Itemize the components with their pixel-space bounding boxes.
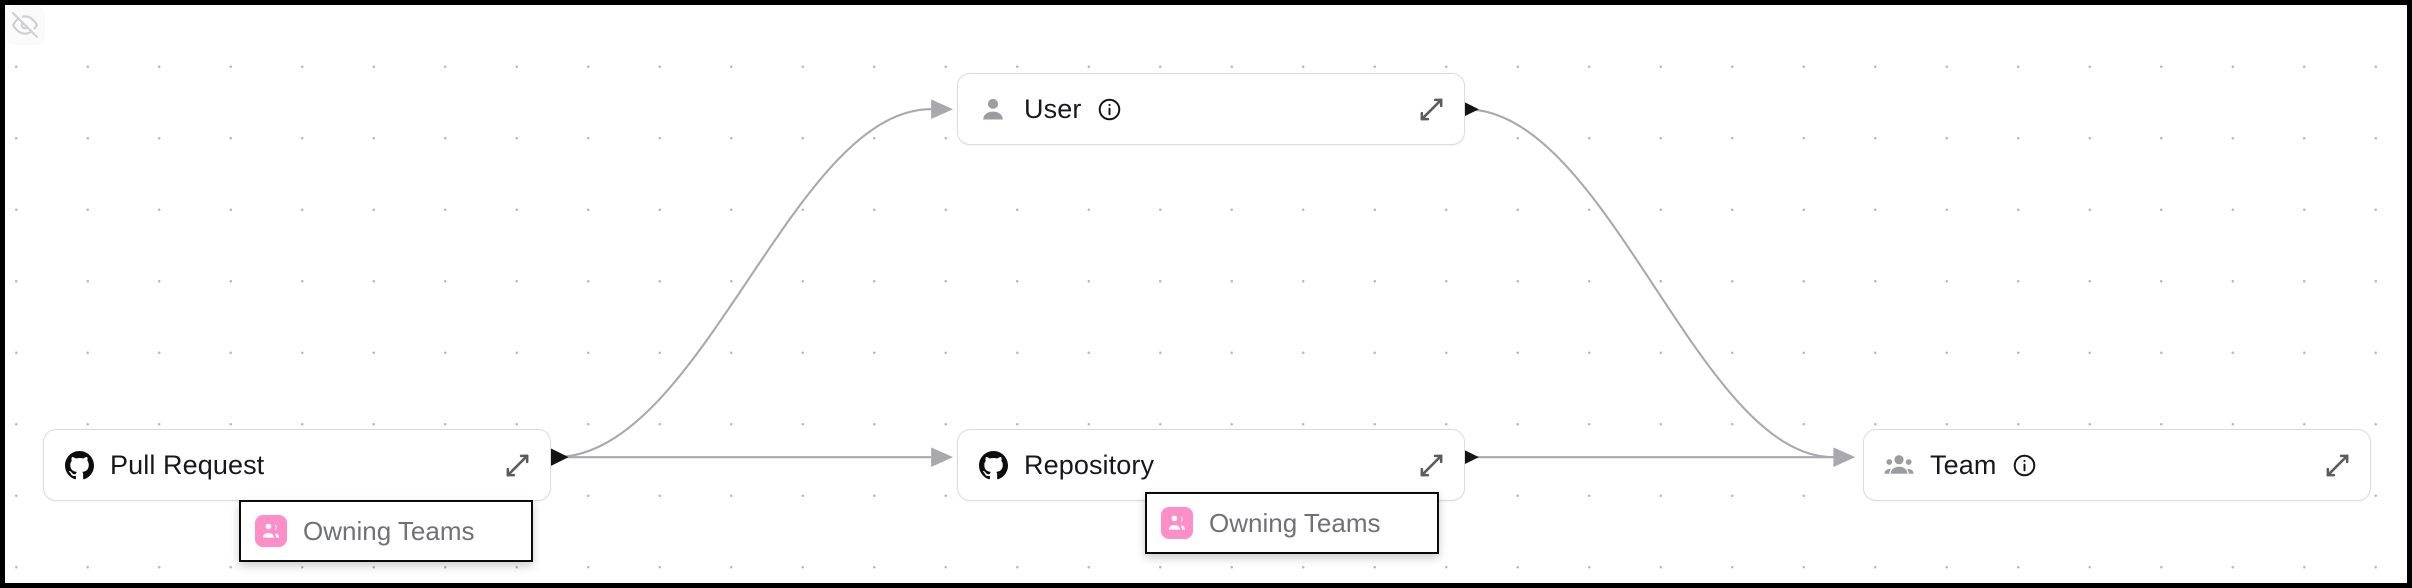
expand-diagonal-icon[interactable] — [502, 450, 532, 480]
info-circle-icon[interactable] — [1097, 97, 1122, 122]
github-icon — [64, 450, 94, 480]
source-handle-pull-request[interactable] — [548, 447, 569, 468]
info-circle-icon[interactable] — [2012, 453, 2037, 478]
edge-pull-request-to-repository — [554, 447, 954, 468]
owning-teams-label: Owning Teams — [1209, 508, 1381, 538]
edge-repository-to-team — [1464, 447, 1856, 468]
eye-off-icon[interactable] — [5, 5, 45, 45]
person-icon — [978, 94, 1008, 124]
node-label: Repository — [1024, 449, 1155, 480]
expand-diagonal-icon[interactable] — [2322, 450, 2352, 480]
node-label: Team — [1930, 449, 1997, 480]
edge-user-to-team — [1464, 108, 1834, 459]
owning-teams-icon — [1161, 507, 1193, 539]
github-icon — [978, 450, 1008, 480]
owning-teams-icon — [255, 515, 287, 547]
node-user[interactable]: User — [957, 73, 1465, 145]
edge-pull-request-to-user — [554, 99, 954, 459]
expand-diagonal-icon[interactable] — [1416, 450, 1446, 480]
expand-diagonal-icon[interactable] — [1416, 94, 1446, 124]
node-pull-request[interactable]: Pull Request — [43, 429, 551, 501]
people-group-icon — [1884, 450, 1914, 480]
owning-teams-popup[interactable]: Owning Teams — [1145, 492, 1439, 554]
node-team[interactable]: Team — [1863, 429, 2371, 501]
node-label: Pull Request — [110, 449, 265, 480]
owning-teams-popup[interactable]: Owning Teams — [239, 500, 533, 562]
node-label: User — [1024, 93, 1082, 124]
owning-teams-label: Owning Teams — [303, 516, 475, 546]
node-repository[interactable]: Repository — [957, 429, 1465, 501]
